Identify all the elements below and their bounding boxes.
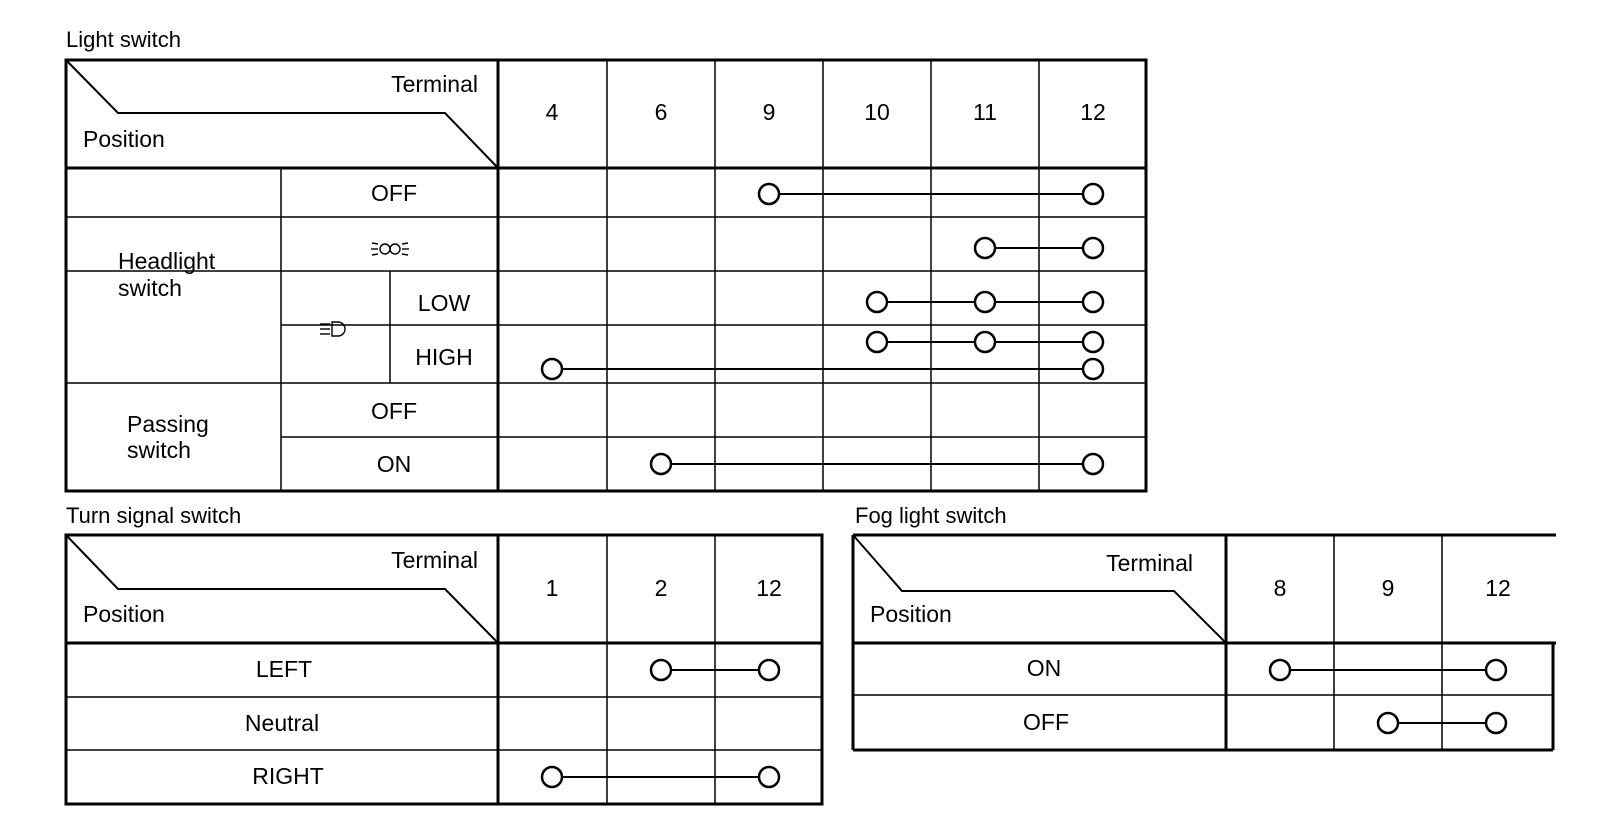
passing-switch-label-1: Passing: [127, 411, 209, 437]
position-headlight-low: LOW: [418, 290, 471, 316]
position-right: RIGHT: [252, 763, 324, 789]
terminal-header-9: 9: [763, 99, 776, 125]
terminal-header-11: 11: [973, 99, 997, 125]
terminal-header-12: 12: [756, 575, 782, 601]
terminal-mark-left-2: [649, 658, 673, 682]
terminal-header-10: 10: [864, 99, 890, 125]
header-divider: [65, 59, 499, 169]
terminal-header-8: 8: [1274, 575, 1287, 601]
terminal-mark-high-12-b: [1081, 357, 1105, 381]
headlight-switch-label-1: Headlight: [118, 248, 216, 274]
position-left: LEFT: [256, 656, 312, 682]
terminal-mark-right-1: [540, 765, 564, 789]
terminal-mark-high-11: [973, 330, 997, 354]
fog-light-switch-table: Fog light switch Terminal Position 8 9 1…: [851, 503, 1556, 752]
position-on: ON: [1027, 655, 1062, 681]
position-passing-on: ON: [377, 451, 412, 477]
passing-switch-label-2: switch: [127, 437, 191, 463]
terminal-mark-tail-11: [973, 236, 997, 260]
turn-signal-switch-title: Turn signal switch: [66, 503, 241, 528]
terminal-mark-high-12-a: [1081, 330, 1105, 354]
header-terminal-label: Terminal: [391, 547, 478, 573]
terminal-mark-right-12: [757, 765, 781, 789]
terminal-mark-off-12: [1484, 711, 1508, 735]
fog-light-grid: [851, 533, 1556, 752]
terminal-header-4: 4: [546, 99, 559, 125]
position-headlight-high: HIGH: [415, 344, 473, 370]
fog-light-connections: [1268, 658, 1508, 735]
header-divider: [852, 534, 1227, 644]
terminal-mark-low-12: [1081, 290, 1105, 314]
tail-light-icon: [371, 242, 409, 256]
terminal-mark-low-10: [865, 290, 889, 314]
terminal-mark-off-9: [757, 182, 781, 206]
position-neutral: Neutral: [245, 710, 319, 736]
terminal-mark-left-12: [757, 658, 781, 682]
terminal-header-1: 1: [546, 575, 559, 601]
light-switch-connections: [540, 182, 1105, 476]
terminal-header-12: 12: [1080, 99, 1106, 125]
turn-signal-switch-table: Turn signal switch Terminal Position 1 2…: [64, 503, 824, 806]
headlight-icon: [320, 321, 346, 337]
position-passing-off: OFF: [371, 398, 417, 424]
header-terminal-label: Terminal: [391, 71, 478, 97]
header-position-label: Position: [870, 601, 952, 627]
terminal-header-12: 12: [1485, 575, 1511, 601]
position-off: OFF: [1023, 709, 1069, 735]
turn-signal-connections: [540, 658, 781, 789]
terminal-mark-passing-6: [649, 452, 673, 476]
terminal-mark-off-12: [1081, 182, 1105, 206]
light-switch-grid: [64, 58, 1148, 493]
terminal-mark-high-10: [865, 330, 889, 354]
terminal-header-2: 2: [655, 575, 668, 601]
terminal-mark-on-8: [1268, 658, 1292, 682]
terminal-mark-low-11: [973, 290, 997, 314]
terminal-mark-on-12: [1484, 658, 1508, 682]
terminal-mark-high-4: [540, 357, 564, 381]
light-switch-title: Light switch: [66, 27, 181, 52]
terminal-mark-tail-12: [1081, 236, 1105, 260]
position-headlight-off: OFF: [371, 180, 417, 206]
header-divider: [65, 534, 499, 644]
terminal-mark-passing-12: [1081, 452, 1105, 476]
terminal-header-9: 9: [1382, 575, 1395, 601]
headlight-switch-label-2: switch: [118, 275, 182, 301]
header-position-label: Position: [83, 126, 165, 152]
terminal-mark-off-9: [1376, 711, 1400, 735]
light-switch-table: Light switch Terminal Position 4 6 9 10: [64, 27, 1148, 493]
terminal-header-6: 6: [655, 99, 668, 125]
header-terminal-label: Terminal: [1106, 550, 1193, 576]
header-position-label: Position: [83, 601, 165, 627]
turn-signal-grid: [64, 533, 824, 806]
fog-light-switch-title: Fog light switch: [855, 503, 1007, 528]
